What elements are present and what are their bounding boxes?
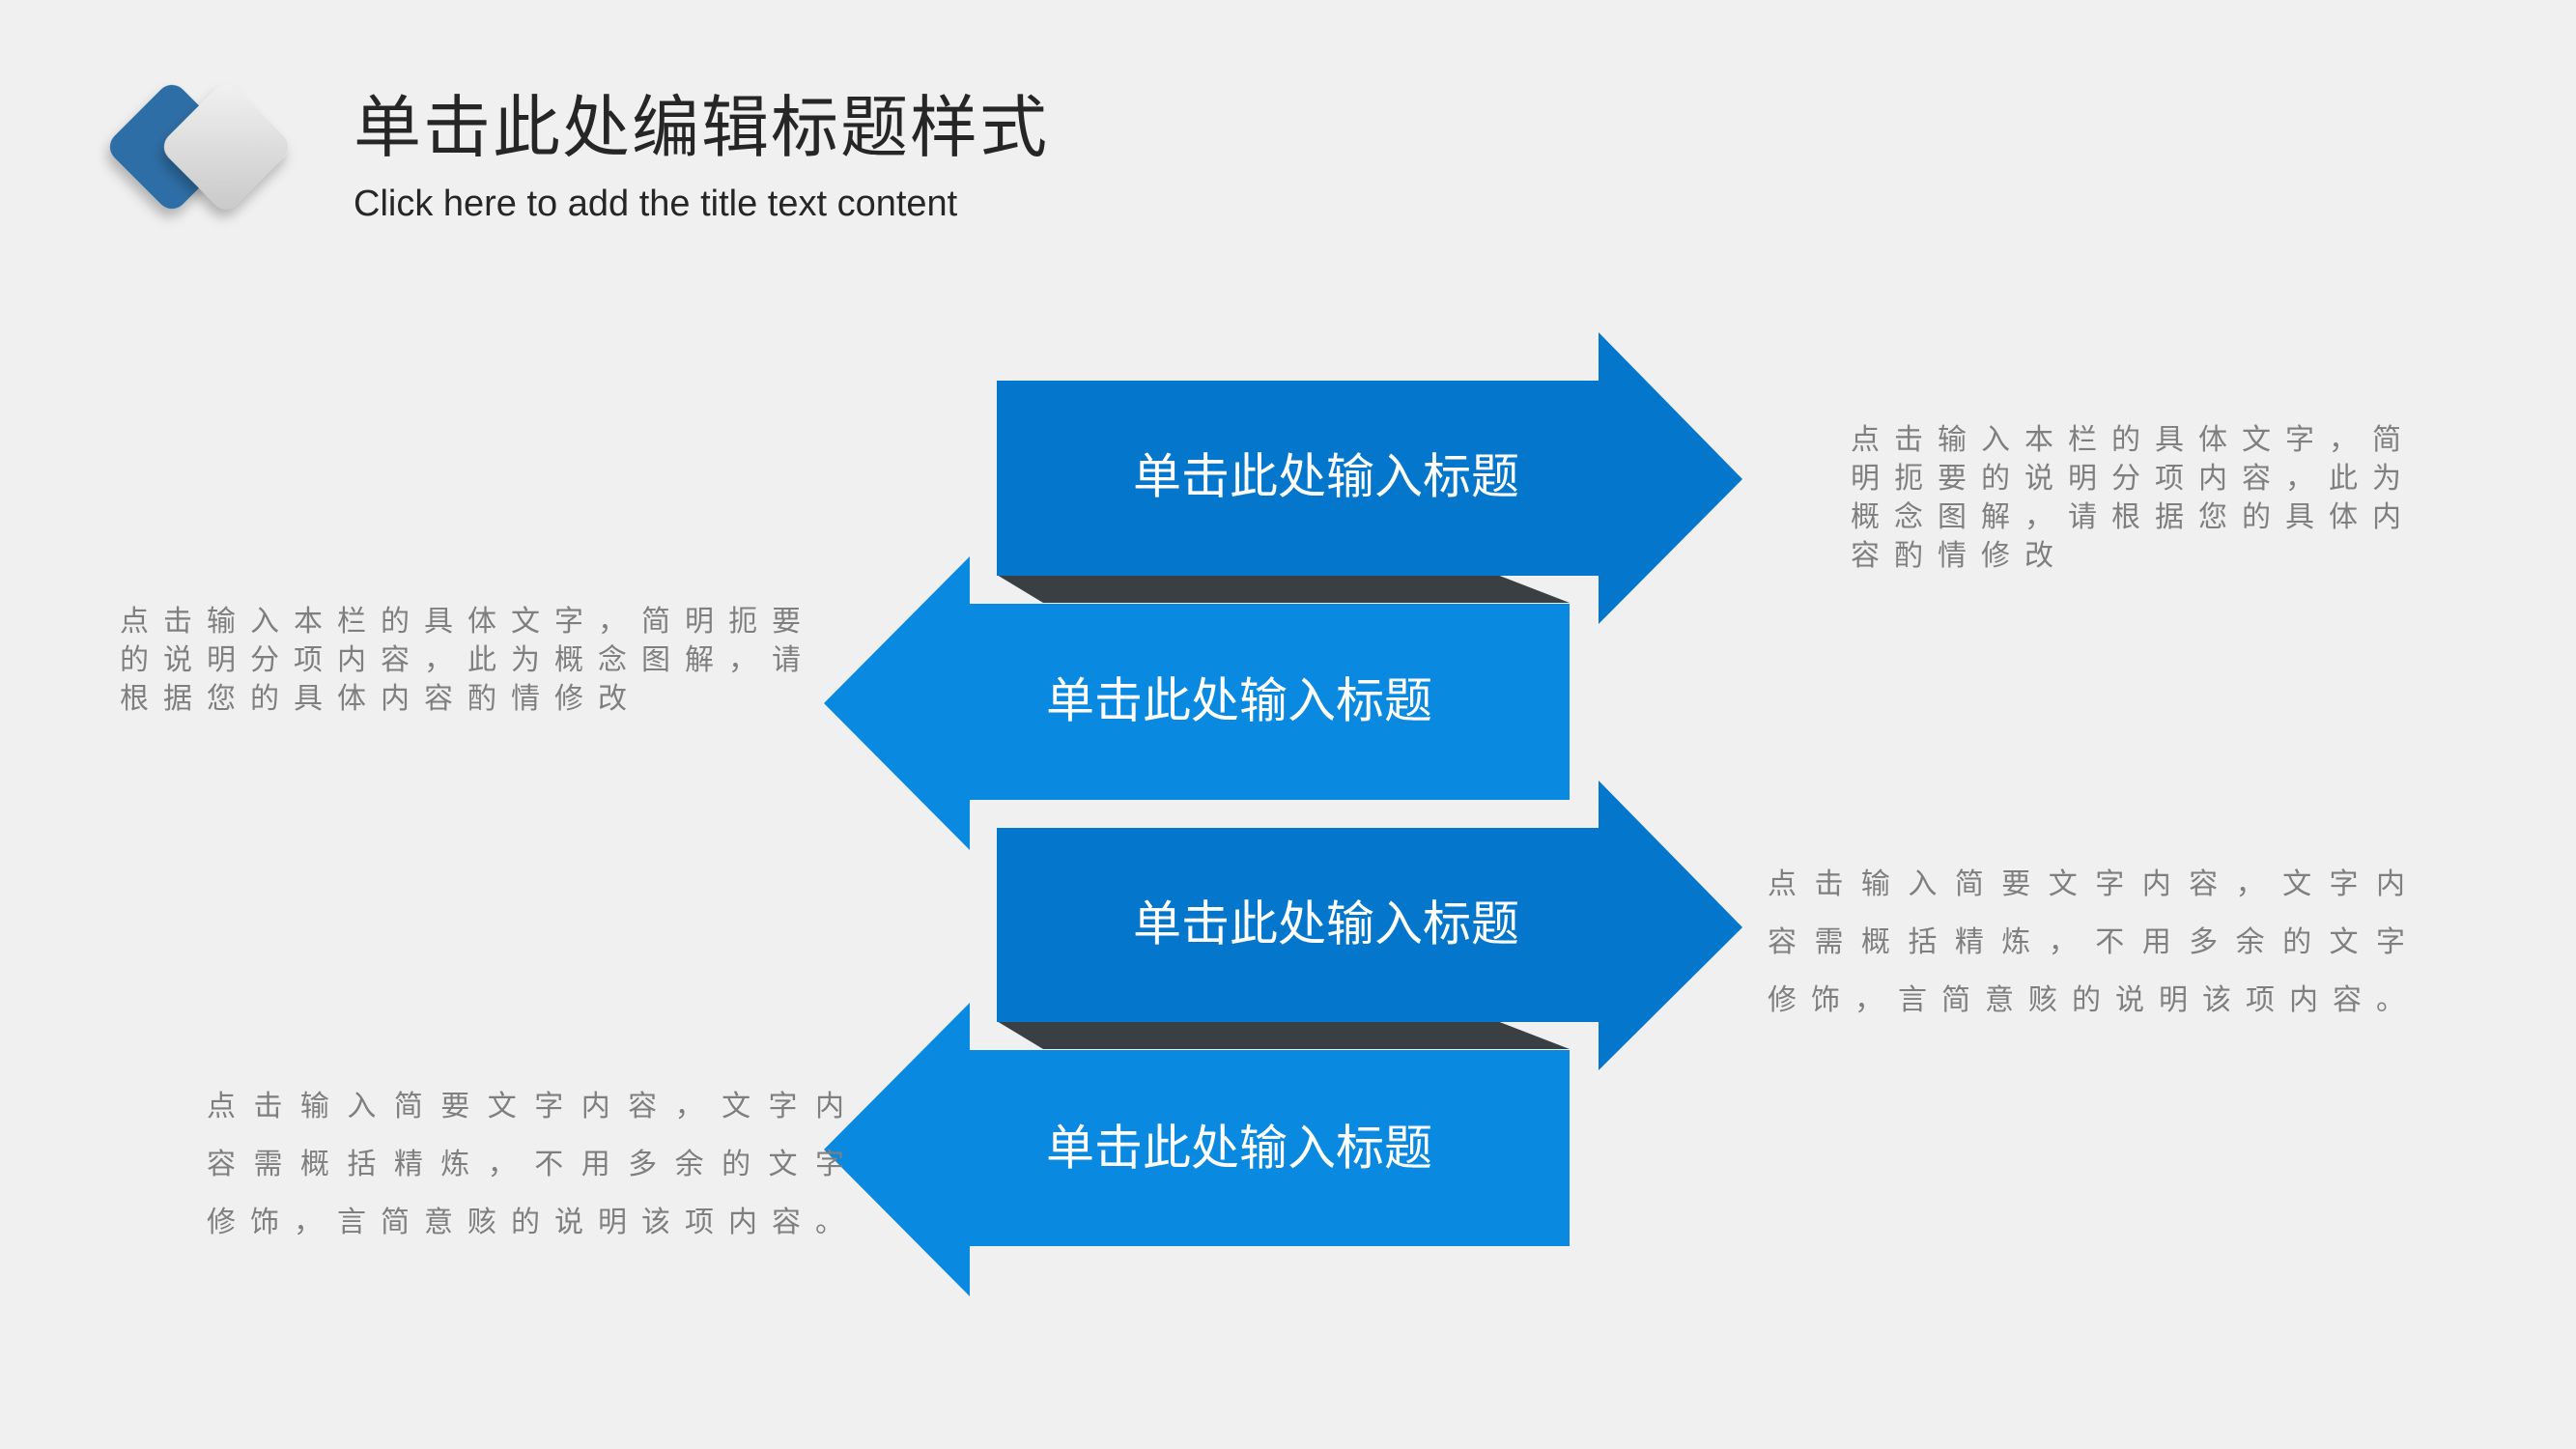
arrow-3[interactable]: 单击此处输入标题 bbox=[997, 781, 1742, 1070]
page-title[interactable]: 单击此处编辑标题样式 bbox=[354, 88, 1049, 167]
description-line: 点击输入本栏的具体文字，简 bbox=[1851, 423, 2416, 457]
arrow-1-shape bbox=[997, 332, 1742, 624]
arrow-3-shape bbox=[997, 781, 1742, 1070]
description-line: 的说明分项内容，此为概念图解，请 bbox=[120, 643, 815, 677]
arrow-2-label: 单击此处输入标题 bbox=[1046, 673, 1432, 729]
description-line: 点击输入简要文字内容，文字内 bbox=[1768, 867, 2420, 901]
description-line: 明扼要的说明分项内容，此为 bbox=[1851, 462, 2416, 496]
description-right-bottom[interactable]: 点击输入简要文字内容，文字内 容需概括精炼，不用多余的文字 修饰，言简意赅的说明… bbox=[1768, 856, 2420, 1030]
arrow-3-label: 单击此处输入标题 bbox=[1133, 896, 1519, 952]
description-left-top[interactable]: 点击输入本栏的具体文字，简明扼要 的说明分项内容，此为概念图解，请 根据您的具体… bbox=[120, 603, 815, 719]
page-subtitle[interactable]: Click here to add the title text content bbox=[354, 184, 958, 224]
description-line: 根据您的具体内容酌情修改 bbox=[120, 682, 641, 716]
description-line: 点击输入本栏的具体文字，简明扼要 bbox=[120, 605, 815, 639]
description-line: 修饰，言简意赅的说明该项内容。 bbox=[1768, 983, 2420, 1017]
fold-shadow-1 bbox=[997, 575, 1570, 603]
fold-shadow-2 bbox=[997, 1021, 1570, 1049]
arrow-4-label: 单击此处输入标题 bbox=[1046, 1121, 1432, 1177]
description-line: 点击输入简要文字内容，文字内 bbox=[207, 1090, 859, 1123]
description-line: 容酌情修改 bbox=[1851, 539, 2068, 573]
description-line: 概念图解，请根据您的具体内 bbox=[1851, 500, 2416, 534]
description-line: 容需概括精炼，不用多余的文字 bbox=[1768, 925, 2420, 959]
logo-icon bbox=[109, 84, 289, 210]
description-line: 修饰，言简意赅的说明该项内容。 bbox=[207, 1206, 859, 1239]
description-left-bottom[interactable]: 点击输入简要文字内容，文字内 容需概括精炼，不用多余的文字 修饰，言简意赅的说明… bbox=[207, 1078, 859, 1252]
logo-grey-diamond bbox=[163, 84, 289, 210]
arrow-4-shape bbox=[824, 1003, 1570, 1296]
arrow-1-label: 单击此处输入标题 bbox=[1133, 449, 1519, 505]
description-line: 容需概括精炼，不用多余的文字 bbox=[207, 1148, 859, 1181]
arrow-2[interactable]: 单击此处输入标题 bbox=[824, 556, 1570, 850]
arrow-2-shape bbox=[824, 556, 1570, 850]
arrow-1[interactable]: 单击此处输入标题 bbox=[997, 332, 1742, 624]
description-right-top[interactable]: 点击输入本栏的具体文字，简 明扼要的说明分项内容，此为 概念图解，请根据您的具体… bbox=[1851, 421, 2416, 576]
arrow-4[interactable]: 单击此处输入标题 bbox=[824, 1003, 1570, 1296]
